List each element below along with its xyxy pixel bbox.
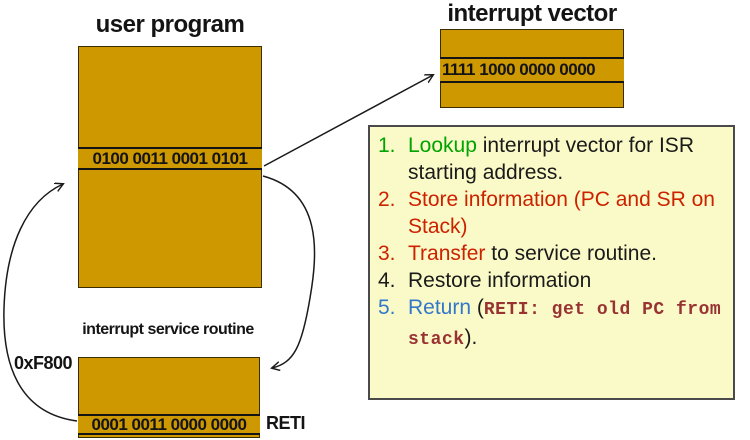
step-item-1: 1. Lookup interrupt vector for ISR starti… — [378, 132, 727, 186]
user-program-box: 0100 0011 0001 0101 — [78, 46, 262, 288]
step-number: 4. — [378, 269, 396, 292]
user-program-instruction-cell: 0100 0011 0001 0101 — [78, 147, 262, 170]
step-item-2: 2. Store information (PC and SR on Stack) — [378, 186, 727, 240]
step-text: Store information (PC and SR on Stack) — [408, 186, 727, 240]
step-segment: RETI: get old PC from stack — [408, 300, 722, 350]
interrupt-vector-value-cell: 1111 1000 0000 0000 — [440, 57, 624, 83]
step-segment: interrupt vector for ISR starting addres… — [408, 134, 694, 184]
step-number: 1. — [378, 134, 396, 157]
step-segment: Store information (PC and SR on Stack) — [408, 188, 715, 238]
step-item-4: 4. Restore information — [378, 267, 727, 294]
step-text: Restore information — [408, 267, 727, 294]
step-item-5: 5. Return (RETI: get old PC from stack). — [378, 294, 727, 354]
user-program-title: user program — [95, 11, 245, 38]
isr-box: 0001 0011 0000 0000 — [78, 357, 260, 438]
step-segment: Restore information — [408, 269, 592, 292]
step-text: Transfer to service routine. — [408, 240, 727, 267]
step-segment: Lookup — [408, 134, 477, 157]
step-number: 2. — [378, 188, 396, 211]
isr-instruction-cell: 0001 0011 0000 0000 — [78, 414, 260, 435]
arrow-return-to-user-program — [3, 184, 78, 422]
step-item-3: 3. Transfer to service routine. — [378, 240, 727, 267]
reti-label: RETI — [266, 413, 306, 433]
steps-list: 1. Lookup interrupt vector for ISR starti… — [378, 132, 727, 354]
interrupt-vector-title: interrupt vector — [447, 0, 617, 27]
step-segment: Transfer — [408, 242, 486, 265]
step-segment: ( — [471, 296, 484, 319]
step-text: Return (RETI: get old PC from stack). — [408, 294, 727, 354]
interrupt-vector-box: 1111 1000 0000 0000 — [440, 29, 624, 108]
isr-address-label: 0xF800 — [14, 353, 73, 373]
step-segment: ). — [464, 326, 478, 349]
step-text: Lookup interrupt vector for ISR starting… — [408, 132, 727, 186]
step-segment: Return — [408, 296, 472, 319]
step-number: 3. — [378, 242, 396, 265]
isr-title: interrupt service routine — [82, 321, 254, 338]
step-segment: to service routine. — [485, 242, 658, 265]
step-number: 5. — [378, 296, 396, 319]
arrow-transfer-to-isr — [262, 175, 316, 368]
steps-panel: 1. Lookup interrupt vector for ISR starti… — [368, 125, 735, 400]
